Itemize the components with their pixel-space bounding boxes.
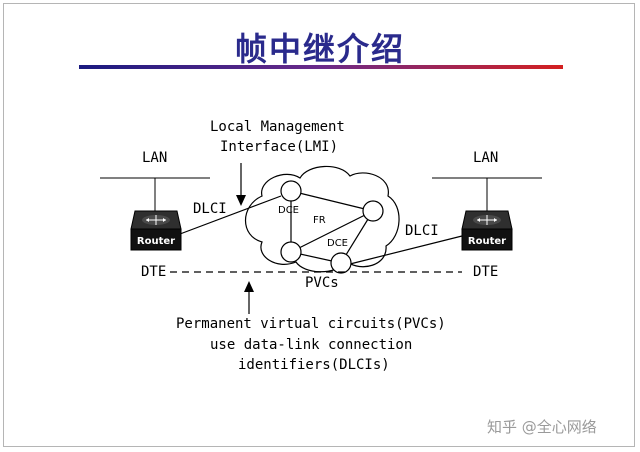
pvc-note-line2: use data-link connection bbox=[210, 337, 413, 353]
title-underline bbox=[79, 65, 563, 69]
lan-right-label: LAN bbox=[473, 150, 499, 166]
link-dce4-dce2 bbox=[290, 210, 374, 253]
pvcs-label: PVCs bbox=[305, 275, 339, 291]
pvc-arrow-head bbox=[244, 281, 254, 292]
fr-label: FR bbox=[313, 215, 326, 226]
dlci-right-label: DLCI bbox=[405, 223, 439, 239]
dlci-left-label: DLCI bbox=[193, 201, 227, 217]
dce-node-bottom-left bbox=[280, 241, 302, 263]
dce-node-right bbox=[362, 200, 384, 222]
lan-left-label: LAN bbox=[142, 150, 168, 166]
router-left-icon: Router bbox=[130, 210, 182, 251]
lmi-label-line2: Interface(LMI) bbox=[220, 139, 339, 155]
dce-node-top-left bbox=[280, 180, 302, 202]
link-router-left-dce bbox=[179, 195, 282, 235]
router-right-icon: Router bbox=[461, 210, 513, 251]
link-dce-router-right bbox=[349, 235, 463, 265]
slide-title: 帧中继介绍 bbox=[234, 30, 405, 68]
router-left-label: Router bbox=[137, 236, 175, 247]
pvc-note-line1: Permanent virtual circuits(PVCs) bbox=[176, 316, 446, 332]
dte-right-label: DTE bbox=[473, 264, 499, 280]
dce-node-bottom-right bbox=[330, 252, 352, 274]
dce-top-label: DCE bbox=[278, 205, 300, 216]
dce-bottom-label: DCE bbox=[327, 238, 349, 249]
pvc-note-line3: identifiers(DLCIs) bbox=[238, 357, 390, 373]
slide-frame bbox=[3, 3, 635, 447]
link-dce1-dce2 bbox=[290, 190, 374, 212]
dte-left-label: DTE bbox=[141, 264, 167, 280]
lmi-label-line1: Local Management bbox=[210, 119, 345, 135]
lmi-arrow-head bbox=[236, 195, 246, 206]
router-right-label: Router bbox=[468, 236, 506, 247]
watermark: 知乎 @全心网络 bbox=[487, 418, 597, 436]
